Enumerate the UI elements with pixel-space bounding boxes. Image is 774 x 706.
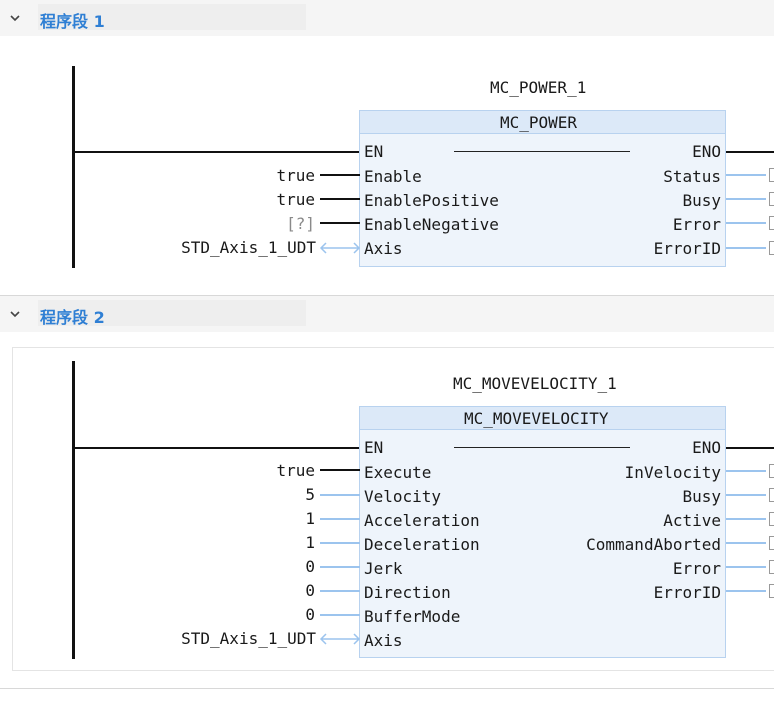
buffermode-value[interactable]: 0	[305, 605, 315, 624]
enablepositive-value[interactable]: true	[276, 190, 315, 209]
block-type: MC_MOVEVELOCITY	[464, 409, 609, 428]
velocity-wire	[320, 494, 360, 496]
segment-2-title: 程序段 2	[40, 308, 105, 327]
output-pin-errorid: ErrorID	[653, 239, 721, 258]
segment-2-header[interactable]: 程序段 2	[0, 296, 774, 332]
jerk-wire	[320, 566, 360, 568]
block-header	[360, 407, 725, 430]
acceleration-wire	[320, 518, 360, 520]
status-output-box[interactable]	[769, 168, 774, 182]
input-pin-direction: Direction	[364, 583, 451, 602]
error-output-box[interactable]	[769, 560, 774, 574]
double-arrow-icon	[319, 242, 361, 254]
en-eno-line	[454, 151, 630, 152]
enablenegative-wire	[320, 222, 360, 224]
input-pin-execute: Execute	[364, 463, 432, 482]
block-header	[360, 111, 725, 134]
input-pin-enablenegative: EnableNegative	[364, 215, 499, 234]
deceleration-value[interactable]: 1	[305, 533, 315, 552]
direction-wire	[320, 590, 360, 592]
status-wire	[726, 174, 766, 176]
segment-2-body	[12, 347, 774, 671]
output-pin-active: Active	[663, 511, 721, 530]
eno-wire	[726, 447, 774, 449]
error-output-box[interactable]	[769, 216, 774, 230]
input-pin-axis: Axis	[364, 631, 403, 650]
output-pin-commandaborted: CommandAborted	[586, 535, 721, 554]
instance-name[interactable]: MC_POWER_1	[490, 78, 587, 97]
double-arrow-icon	[319, 633, 361, 645]
errorid-output-box[interactable]	[769, 241, 774, 255]
invelocity-output-box[interactable]	[769, 464, 774, 478]
output-pin-busy: Busy	[682, 191, 721, 210]
input-pin-axis: Axis	[364, 239, 403, 258]
acceleration-value[interactable]: 1	[305, 509, 315, 528]
power-rail	[72, 66, 75, 268]
errorid-wire	[726, 247, 766, 249]
error-wire	[726, 566, 766, 568]
busy-wire	[726, 198, 766, 200]
segment-1-title-field[interactable]	[38, 4, 306, 30]
axis-value[interactable]: STD_Axis_1_UDT	[181, 629, 316, 648]
enablenegative-value[interactable]: [?]	[286, 214, 315, 233]
input-pin-enablepositive: EnablePositive	[364, 191, 499, 210]
buffermode-wire	[320, 614, 360, 616]
eno-wire	[726, 151, 774, 153]
jerk-value[interactable]: 0	[305, 557, 315, 576]
input-pin-jerk: Jerk	[364, 559, 403, 578]
eno-pin: ENO	[692, 438, 721, 457]
deceleration-wire	[320, 542, 360, 544]
output-pin-status: Status	[663, 167, 721, 186]
commandaborted-wire	[726, 542, 766, 544]
invelocity-wire	[726, 470, 766, 472]
power-rail	[72, 361, 75, 659]
commandaborted-output-box[interactable]	[769, 536, 774, 550]
input-pin-enable: Enable	[364, 167, 422, 186]
eno-pin: ENO	[692, 142, 721, 161]
segment-1-header[interactable]: 程序段 1	[0, 0, 774, 36]
busy-output-box[interactable]	[769, 192, 774, 206]
input-pin-buffermode: BufferMode	[364, 607, 461, 626]
error-wire	[726, 222, 766, 224]
enable-wire	[320, 174, 360, 176]
velocity-value[interactable]: 5	[305, 485, 315, 504]
segment-2-title-field[interactable]	[38, 300, 306, 326]
busy-wire	[726, 494, 766, 496]
en-pin: EN	[364, 438, 384, 457]
function-block-mc-movevelocity[interactable]: MC_MOVEVELOCITY EN ENO Execute Velocity …	[359, 406, 726, 658]
en-wire	[73, 151, 360, 153]
input-pin-velocity: Velocity	[364, 487, 442, 506]
output-pin-error: Error	[672, 559, 721, 578]
errorid-wire	[726, 590, 766, 592]
active-output-box[interactable]	[769, 512, 774, 526]
execute-value[interactable]: true	[276, 461, 315, 480]
segment-1-title: 程序段 1	[40, 12, 105, 31]
output-pin-errorid: ErrorID	[653, 583, 721, 602]
en-wire	[73, 447, 360, 449]
instance-name[interactable]: MC_MOVEVELOCITY_1	[453, 374, 617, 393]
output-pin-error: Error	[672, 215, 721, 234]
input-pin-deceleration: Deceleration	[364, 535, 480, 554]
enable-value[interactable]: true	[276, 166, 315, 185]
output-pin-invelocity: InVelocity	[624, 463, 721, 482]
segment-separator	[0, 688, 774, 689]
axis-value[interactable]: STD_Axis_1_UDT	[181, 238, 316, 257]
en-pin: EN	[364, 142, 384, 161]
block-type: MC_POWER	[500, 113, 578, 132]
enablepositive-wire	[320, 198, 360, 200]
en-eno-line	[454, 447, 630, 448]
errorid-output-box[interactable]	[769, 584, 774, 598]
direction-value[interactable]: 0	[305, 581, 315, 600]
active-wire	[726, 518, 766, 520]
input-pin-acceleration: Acceleration	[364, 511, 480, 530]
segment-separator	[0, 295, 774, 296]
chevron-down-icon[interactable]	[8, 11, 22, 25]
busy-output-box[interactable]	[769, 488, 774, 502]
chevron-down-icon[interactable]	[8, 307, 22, 321]
execute-wire	[320, 469, 360, 471]
function-block-mc-power[interactable]: MC_POWER EN ENO Enable EnablePositive En…	[359, 110, 726, 267]
output-pin-busy: Busy	[682, 487, 721, 506]
